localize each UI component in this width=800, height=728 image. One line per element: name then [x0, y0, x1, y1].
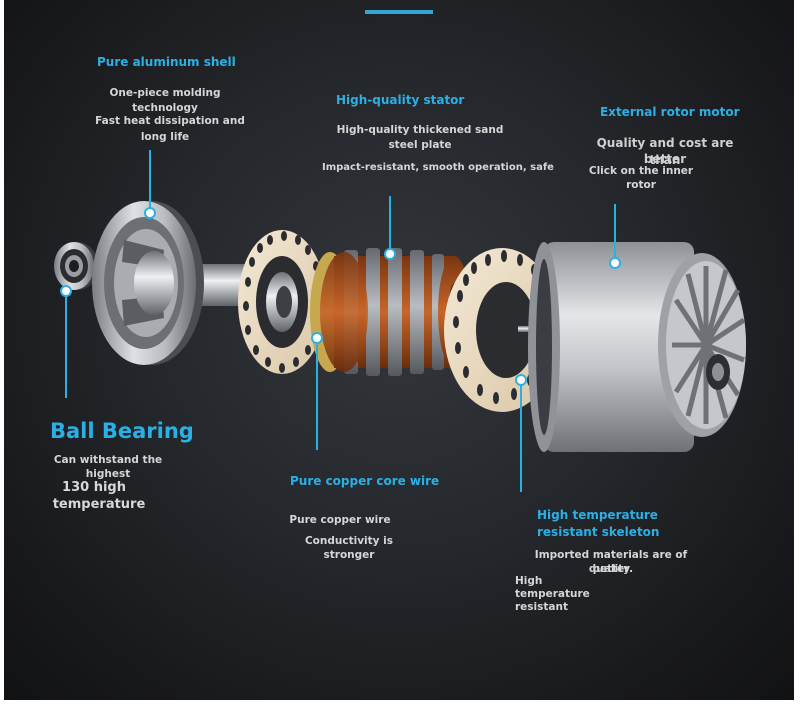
stator-line2: steel plate [388, 139, 452, 151]
rotor-title: External rotor motor [600, 105, 740, 119]
bearing-line3: 130 high [62, 480, 126, 495]
aluminum-shell-title: Pure aluminum shell [97, 55, 236, 69]
rotor-line2: than [649, 153, 681, 167]
motor-exploded-illustration [54, 150, 746, 492]
product-diagram-canvas: Pure aluminum shell One-piece molding te… [4, 0, 794, 700]
stator-line3: Impact-resistant, smooth operation, safe [322, 162, 554, 173]
skeleton-line5: resistant [515, 601, 568, 613]
bearing-line1: Can withstand the [53, 454, 163, 466]
insulation-ring-left [238, 230, 326, 374]
ball-bearing-part [54, 242, 98, 290]
skeleton-line3: High [515, 575, 543, 587]
rotor-line1: Quality and cost are better [596, 136, 734, 166]
copper-line3: stronger [323, 549, 375, 561]
aluminum-shell-line2: technology [132, 102, 198, 114]
bearing-line2: highest [85, 468, 131, 480]
aluminum-shell-line1: One-piece molding [109, 87, 221, 99]
rotor-line4: rotor [626, 179, 656, 191]
skeleton-line1: Imported materials are of better [534, 549, 688, 575]
aluminum-shell-line3: Fast heat dissipation and [95, 115, 245, 127]
copper-title: Pure copper core wire [290, 474, 440, 488]
bearing-title: Ball Bearing [50, 419, 194, 443]
copper-line1: Pure copper wire [289, 514, 391, 526]
skeleton-line2: quality. [588, 563, 634, 575]
skeleton-line4: temperature [515, 588, 590, 600]
external-rotor-part [528, 242, 746, 452]
aluminum-shell-line4: long life [140, 131, 190, 143]
stator-part [310, 248, 470, 376]
stator-line1: High-quality thickened sand [336, 124, 504, 136]
skeleton-title-line2: resistant skeleton [537, 525, 660, 539]
bearing-line4: temperature [52, 497, 146, 512]
rotor-line3: Click on the inner [588, 165, 694, 177]
top-accent-bar [365, 10, 433, 14]
skeleton-title-line1: High temperature [537, 508, 658, 522]
callout-lines [60, 150, 621, 492]
stator-title: High-quality stator [336, 93, 465, 107]
copper-line2: Conductivity is [304, 535, 394, 547]
